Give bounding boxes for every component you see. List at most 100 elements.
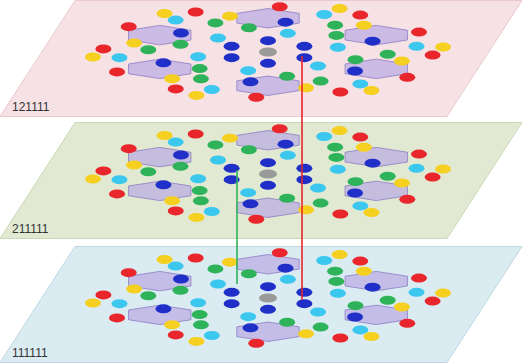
atom-dot (347, 313, 363, 322)
atom-dot (173, 162, 189, 171)
atom-dot (365, 37, 381, 46)
layer-label: 211111 (12, 222, 48, 236)
atom-dot (85, 298, 101, 307)
atom-dot (207, 264, 223, 273)
atom-dot (248, 339, 264, 348)
atom-dot (173, 286, 189, 295)
atom-dot (260, 36, 276, 45)
atom-dot (192, 310, 208, 319)
atom-dot (272, 2, 288, 11)
layer-plane: 111111 (0, 246, 525, 363)
atom-dot (380, 172, 396, 181)
atom-dot (168, 330, 184, 339)
plane-shape (0, 123, 522, 239)
atom-dot (313, 77, 329, 86)
atom-dot (328, 277, 344, 286)
atom-dot (140, 45, 156, 54)
atom-dot (279, 318, 295, 327)
atom-dot (188, 213, 204, 222)
atom-dot (278, 18, 294, 27)
atom-dot (248, 215, 264, 224)
atom-dot (173, 150, 189, 159)
atom-dot (409, 164, 425, 173)
atom-dot (224, 299, 240, 308)
atom-dot (435, 43, 451, 52)
layer-label: 111111 (12, 346, 48, 360)
atom-dot (279, 194, 295, 203)
atom-dot (168, 138, 184, 147)
atom-dot (240, 188, 256, 197)
atom-dot (298, 83, 314, 92)
atom-dot (316, 132, 332, 141)
lattice-pattern (85, 124, 451, 223)
atom-dot (190, 174, 206, 183)
atom-dot (155, 58, 171, 67)
plane-outline (0, 0, 525, 117)
atom-dot (280, 275, 296, 284)
molecule-ring (129, 181, 191, 200)
atom-dot (248, 93, 264, 102)
atom-dot (188, 7, 204, 16)
atom-dot (173, 28, 189, 37)
atom-dot (121, 268, 137, 277)
atom-dot (260, 59, 276, 68)
atom-dot (190, 298, 206, 307)
atom-dot (241, 23, 257, 32)
atom-dot (126, 38, 142, 47)
atom-dot (310, 307, 326, 316)
atom-dot (224, 288, 240, 297)
atom-dot (168, 84, 184, 93)
atom-dot (242, 199, 258, 208)
atom-dot (310, 61, 326, 70)
atom-dot (365, 159, 381, 168)
atom-dot (190, 52, 206, 61)
atom-dot (327, 143, 343, 152)
atom-dot (241, 145, 257, 154)
atom-dot (332, 126, 348, 135)
atom-dot (204, 207, 220, 216)
atom-dot (126, 284, 142, 293)
layer-plane: 121111 (0, 0, 525, 117)
atom-dot (296, 288, 312, 297)
molecule-ring (345, 25, 407, 44)
atom-dot (157, 131, 173, 140)
molecule-ring (129, 59, 191, 78)
atom-dot (192, 186, 208, 195)
atom-dot (222, 12, 238, 21)
atom-dot (356, 21, 372, 30)
atom-dot (109, 189, 125, 198)
atom-dot (409, 288, 425, 297)
atom-dot (411, 28, 427, 37)
atom-dot (207, 140, 223, 149)
plane-outline (0, 122, 525, 239)
atom-dot (95, 44, 111, 53)
atom-dot (222, 134, 238, 143)
atom-dot (280, 151, 296, 160)
atom-dot (347, 301, 363, 310)
atom-dot (121, 144, 137, 153)
atom-dot (111, 299, 127, 308)
atom-dot (316, 256, 332, 265)
atom-dot (192, 64, 208, 73)
atom-dot (399, 195, 415, 204)
atom-dot (298, 329, 314, 338)
atom-dot (157, 255, 173, 264)
atom-dot (240, 312, 256, 321)
atom-dot (425, 173, 441, 182)
atom-dot (224, 42, 240, 51)
atom-dot (224, 53, 240, 62)
molecule-ring (129, 305, 191, 324)
atom-dot (193, 74, 209, 83)
atom-dot (330, 43, 346, 52)
atom-dot (399, 73, 415, 82)
atom-dot (126, 160, 142, 169)
atom-dot (210, 34, 226, 43)
layer-label: 121111 (12, 100, 49, 114)
atom-dot (207, 18, 223, 27)
atom-dot (330, 289, 346, 298)
atom-dot (425, 51, 441, 60)
atom-dot (188, 337, 204, 346)
atom-dot (204, 85, 220, 94)
